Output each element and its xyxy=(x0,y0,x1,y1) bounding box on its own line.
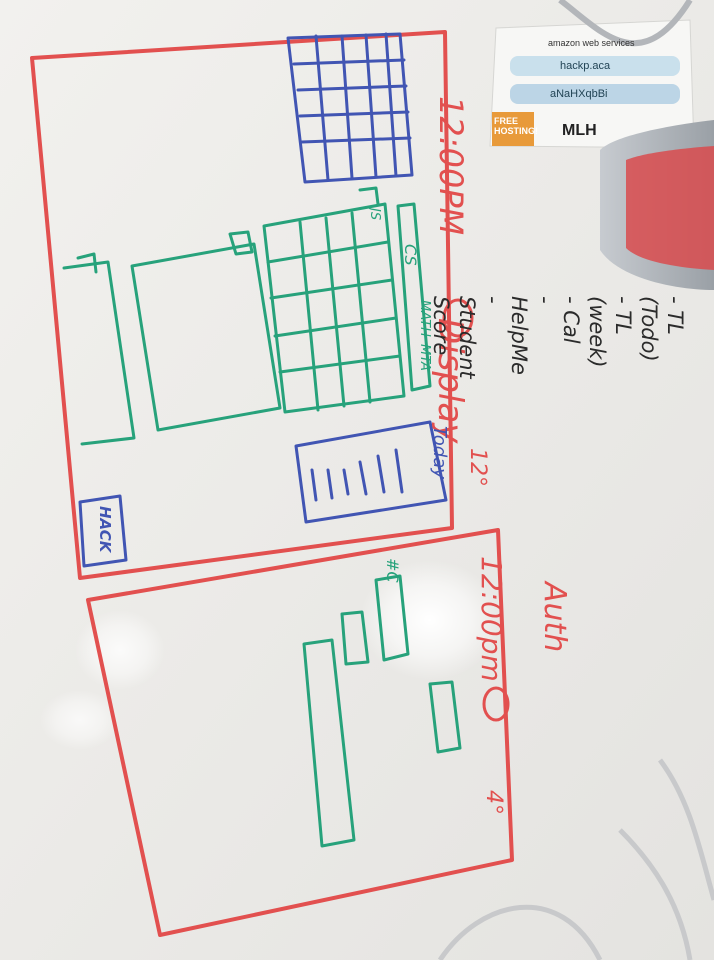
sticker-code: aNaHXqbBi xyxy=(550,88,608,100)
light-glare xyxy=(75,610,165,690)
auth-heading: Auth xyxy=(537,582,572,653)
calendar-grid xyxy=(228,186,432,414)
auth-clock: 12:00pm xyxy=(475,556,508,682)
sticker-url: hackp.aca xyxy=(560,60,611,72)
auth-profile-icon xyxy=(482,686,510,722)
hack-badge: HACK xyxy=(96,506,114,553)
light-glare xyxy=(360,560,500,680)
sticker-mlh: MLH xyxy=(562,122,597,139)
note-item: - TL (Todo) xyxy=(637,296,687,362)
auth-frame xyxy=(86,528,514,937)
note-item: - Cal xyxy=(559,296,583,344)
note-item: - Student Score xyxy=(429,296,505,379)
display-temperature: 12° xyxy=(465,448,490,487)
auth-code-hint: #C xyxy=(383,558,402,583)
auth-wireframe xyxy=(86,528,514,937)
auth-fields xyxy=(302,574,462,848)
cables xyxy=(437,758,714,960)
calendar-tab-0: CS xyxy=(401,244,420,266)
profile-icon xyxy=(442,298,474,338)
hack-badge-box xyxy=(78,494,128,568)
hackathon-sticker xyxy=(489,19,695,149)
display-clock: 12:00PM xyxy=(432,96,470,236)
display-wireframe xyxy=(30,30,474,580)
today-label: Today xyxy=(429,426,450,479)
notes-list: - TL (Todo) - TL (week) - Cal - HelpMe -… xyxy=(428,296,688,379)
today-list xyxy=(294,420,448,524)
weekly-grid xyxy=(286,32,414,184)
light-glare xyxy=(40,690,120,750)
sticker-brand: amazon web services xyxy=(548,38,635,48)
auth-temperature: 4° xyxy=(481,790,506,815)
side-panel xyxy=(62,260,136,446)
display-frame xyxy=(30,30,454,580)
content-panel xyxy=(130,242,282,432)
todo-label: JS xyxy=(367,208,382,221)
sticker-free-label: FREE HOSTING! xyxy=(494,116,538,136)
note-item: - TL (week) xyxy=(585,296,635,368)
note-item: - HelpMe xyxy=(507,296,557,375)
coffee-cup xyxy=(558,0,714,290)
